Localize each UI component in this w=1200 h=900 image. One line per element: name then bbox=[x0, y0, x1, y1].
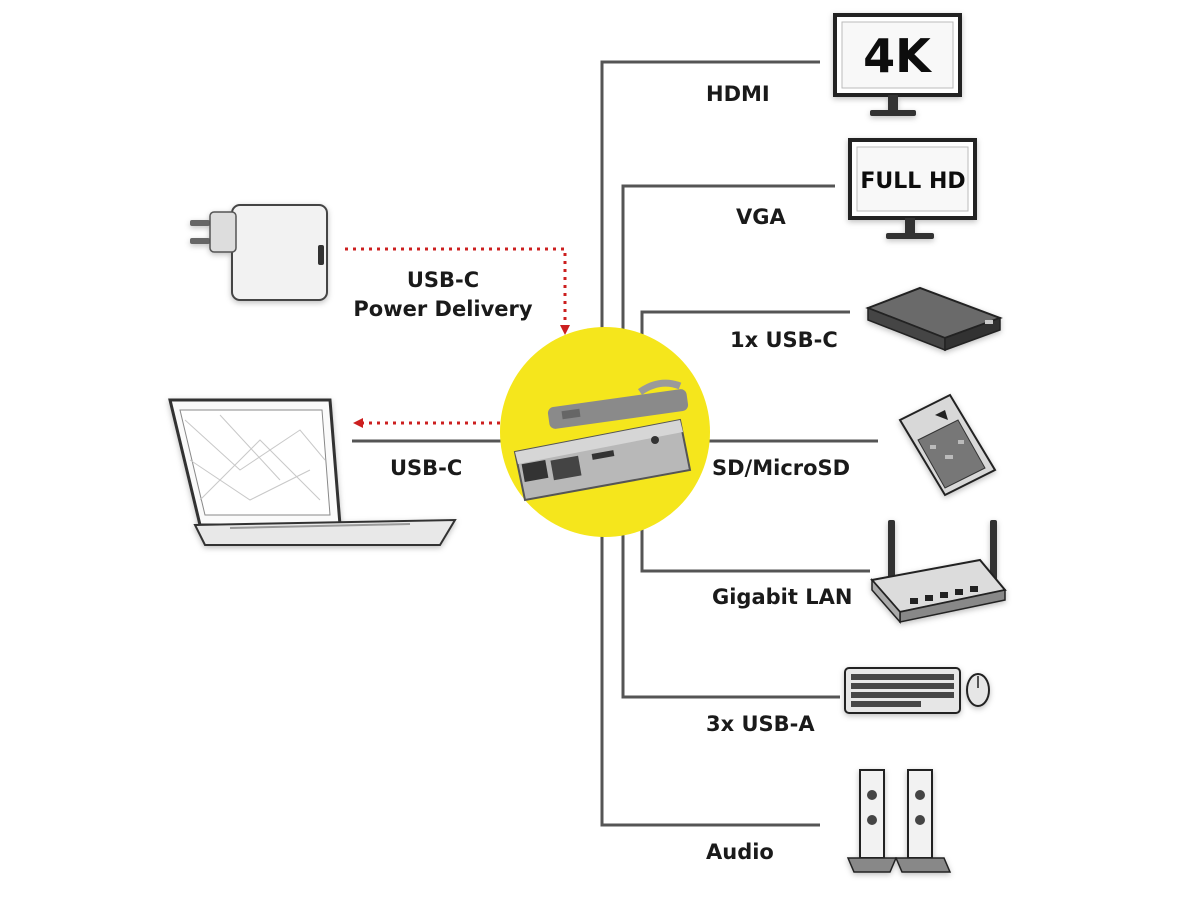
external-drive-icon bbox=[865, 286, 1003, 352]
usb-c-hub-icon bbox=[500, 327, 710, 537]
power-delivery-label: USB-C Power Delivery bbox=[348, 266, 538, 324]
power-delivery-line-2: Power Delivery bbox=[353, 297, 533, 321]
laptop-icon bbox=[168, 398, 457, 546]
vga-label: VGA bbox=[736, 205, 786, 229]
lan-label: Gigabit LAN bbox=[712, 585, 853, 609]
power-adapter-icon bbox=[190, 204, 328, 301]
monitor-full-hd-text: FULL HD bbox=[860, 169, 965, 194]
adapter-to-hub-arrow bbox=[345, 247, 570, 335]
monitor-4k-text: 4K bbox=[863, 29, 933, 83]
power-delivery-line-1: USB-C bbox=[406, 268, 480, 292]
sd-label: SD/MicroSD bbox=[712, 456, 851, 480]
monitor-full-hd-icon: FULL HD bbox=[848, 138, 977, 239]
router-icon bbox=[870, 520, 1007, 624]
usbc-port-label: 1x USB-C bbox=[730, 328, 838, 352]
speakers-icon bbox=[846, 769, 952, 873]
power-delivery-arrows bbox=[345, 247, 570, 428]
audio-label: Audio bbox=[706, 840, 774, 864]
usba-label: 3x USB-A bbox=[706, 712, 815, 736]
usbc-host-label: USB-C bbox=[390, 456, 463, 480]
keyboard-mouse-icon bbox=[844, 667, 990, 714]
sd-card-icon bbox=[898, 393, 997, 497]
monitor-4k-icon: 4K bbox=[833, 13, 962, 116]
hdmi-label: HDMI bbox=[706, 82, 770, 106]
